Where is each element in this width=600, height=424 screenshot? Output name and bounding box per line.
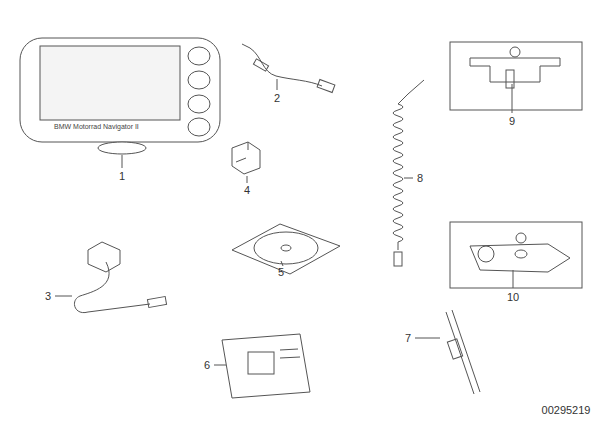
callout-number: 8 <box>417 173 423 184</box>
callout-number: 1 <box>119 171 125 182</box>
callout-number: 3 <box>45 291 51 302</box>
callout-number: 10 <box>507 292 519 303</box>
callout-number: 9 <box>509 116 515 127</box>
callout-number: 2 <box>274 93 280 104</box>
drawing-number: 00295219 <box>542 405 591 416</box>
callout-number: 6 <box>204 360 210 371</box>
callout-number: 4 <box>244 185 250 196</box>
callout-number: 5 <box>278 267 284 278</box>
callout-number: 7 <box>405 333 411 344</box>
device-brand-text: BMW Motorrad Navigator II <box>54 123 139 130</box>
